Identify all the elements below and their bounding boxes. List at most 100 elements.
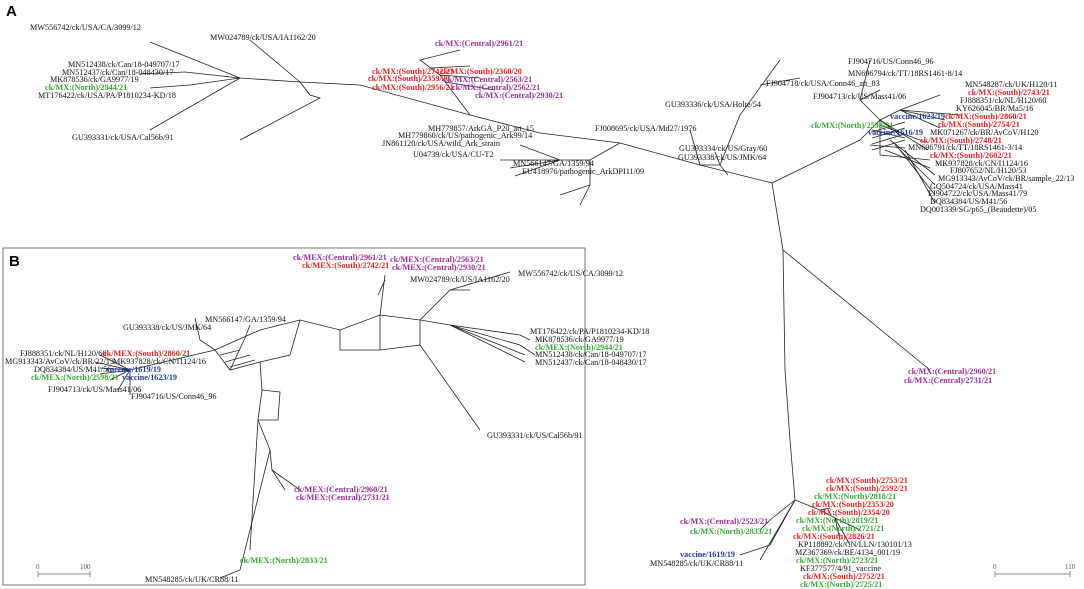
taxon-label: GU393338/ck/US/JMK/64 bbox=[123, 323, 211, 332]
branch bbox=[889, 139, 936, 176]
branch bbox=[579, 184, 591, 206]
taxon-label: MW556742/ck/USA/CA/3099/12 bbox=[30, 23, 141, 32]
taxon-label: ck/MX:(Central)/2731/21 bbox=[904, 376, 992, 385]
taxon-label: vaccine/1616/19 bbox=[868, 128, 923, 137]
panel-b-frame bbox=[2, 247, 586, 586]
branch bbox=[899, 109, 941, 129]
branch bbox=[449, 324, 526, 356]
branch bbox=[759, 499, 796, 531]
taxon-label: DQ001339/SG/p65_(Beaudette)/05 bbox=[920, 205, 1036, 214]
taxon-label: FJ904716/US/Conn46_96 bbox=[848, 57, 934, 66]
taxon-label: MW024789/ck/US/IA1162/20 bbox=[410, 275, 510, 284]
branch bbox=[782, 249, 931, 371]
scale-right-label: 110 bbox=[1065, 563, 1076, 571]
branch bbox=[859, 94, 941, 141]
taxon-label: ck/MX:(South)/2359/20 bbox=[368, 74, 450, 83]
branch bbox=[419, 344, 481, 431]
taxon-label: MG913343/AvCoV/ck/BR/22/13 bbox=[5, 357, 114, 366]
taxon-label: DQ834384/US/M41/56 bbox=[34, 365, 111, 374]
branch bbox=[219, 349, 256, 368]
taxon-label: vaccine/1623/19 bbox=[890, 112, 945, 121]
taxon-label: GU393331/ck/US/Cal56b/91 bbox=[487, 431, 583, 440]
taxon-label: FJ888351/ck/NL/H120/60 bbox=[960, 96, 1046, 105]
branch bbox=[879, 124, 926, 143]
taxon-label: ck/MX:(North)/2723/21 bbox=[796, 556, 878, 565]
branch bbox=[271, 469, 286, 491]
taxon-label: FJ904718/ck/USA/Conn46_att_83 bbox=[766, 79, 880, 88]
taxon-label: MN512437/ck/Can/18-048430/17 bbox=[62, 68, 173, 77]
branch bbox=[834, 517, 861, 531]
branch bbox=[700, 164, 729, 176]
branch bbox=[249, 39, 301, 83]
taxon-label: ck/MX:(South)/2956/21 bbox=[372, 83, 454, 92]
branch bbox=[149, 77, 241, 89]
taxon-label: GU393334/ck/US/Gray/60 bbox=[679, 144, 767, 153]
taxon-label: FJ904713/ck/US/Mass41/06 bbox=[813, 92, 906, 101]
taxon-label: ck/MX:(Central)/2523/21 bbox=[680, 517, 768, 526]
taxon-label: ck/MX:(South)/2754/21 bbox=[938, 120, 1020, 129]
taxon-label: MN548287/ck/UK/H120/11 bbox=[965, 80, 1058, 89]
taxon-label: ck/MX:(South)/2360/20 bbox=[440, 67, 522, 76]
taxon-label: FJ904722/ck/USA/Mass41/79 bbox=[928, 189, 1027, 198]
taxon-label: ck/MX:(South)/2743/21 bbox=[968, 88, 1050, 97]
taxon-label: EU418976/pathogenic_ArkDPI11/09 bbox=[522, 167, 644, 176]
taxon-label: ck/MX:(South)/2860/21 bbox=[945, 112, 1027, 121]
taxon-label: MK071267/ck/BR/AvCoV/H120 bbox=[930, 128, 1039, 137]
taxon-label: MK878536/ck/GA9977/19 bbox=[50, 75, 139, 84]
branch bbox=[339, 315, 381, 351]
branch bbox=[899, 109, 946, 121]
taxon-label: ck/MX:(Central)/2961/21 bbox=[435, 39, 523, 48]
taxon-label: ck/MEX:(North)/2833/21 bbox=[240, 556, 328, 565]
taxon-label: ck/MX:(South)/2353/20 bbox=[812, 500, 894, 509]
taxon-label: ck/MX:(North)/2819/21 bbox=[796, 516, 878, 525]
branch bbox=[899, 109, 961, 116]
taxon-label: MN548285/ck/UK/CR88/11 bbox=[145, 575, 238, 584]
taxon-label: ck/MEX:(Central)/2960/21 bbox=[294, 485, 388, 494]
taxon-label: ck/MX:(South)/2602/21 bbox=[930, 151, 1012, 160]
branch bbox=[129, 314, 451, 371]
branch bbox=[249, 419, 259, 551]
taxon-label: MN696794/ck/TT/18RS1461-8/14 bbox=[848, 69, 962, 78]
branch bbox=[871, 121, 906, 151]
branch bbox=[257, 361, 301, 491]
taxon-label: ck/MX:(South)/2753/21 bbox=[826, 476, 908, 485]
panel-b-letter: B bbox=[9, 253, 20, 270]
branch bbox=[219, 449, 271, 579]
scale-left-label: 0 bbox=[36, 563, 40, 571]
branch bbox=[149, 41, 361, 86]
branch bbox=[782, 249, 796, 501]
taxon-label: ck/MX:(South)/2748/21 bbox=[920, 136, 1002, 145]
taxon-label: MH779857/ArkGA_P20_att_15 bbox=[428, 124, 534, 133]
branch bbox=[509, 159, 561, 169]
taxon-label: MK937828/ck/CN/I1124/16 bbox=[113, 357, 206, 366]
branch bbox=[449, 324, 526, 363]
taxon-label: GQ504724/ck/USA/Mass41 bbox=[930, 182, 1023, 191]
branch bbox=[94, 354, 131, 395]
taxon-label: MN566147/GA/1359/94 bbox=[513, 159, 594, 168]
branch bbox=[194, 317, 216, 351]
taxon-label: MW556742/ck/US/CA/3099/12 bbox=[518, 269, 623, 278]
taxon-label: FJ807652/NL/H120/53 bbox=[950, 166, 1026, 175]
branch bbox=[834, 517, 851, 546]
taxon-label: MT176422/ck/PA/P1810234-KD/18 bbox=[530, 327, 649, 336]
taxon-label: vaccine/1619/19 bbox=[680, 550, 735, 559]
taxon-label: FJ008695/ck/USA/Md27/1976 bbox=[595, 124, 696, 133]
taxon-label: ck/MX:(North)/2944/21 bbox=[45, 83, 127, 92]
scale-right-label: 100 bbox=[80, 563, 91, 571]
branch bbox=[429, 65, 471, 69]
taxon-label: DQ834384/US/M41/56 bbox=[930, 197, 1007, 206]
taxon-label: ck/MX:(Central)/2562/21 bbox=[452, 83, 540, 92]
taxon-label: KP118892/ck/CN/LLN/130101/13 bbox=[798, 540, 912, 549]
taxon-label: ck/MEX:(South)/2860/21 bbox=[103, 349, 190, 358]
branch bbox=[904, 149, 936, 204]
taxon-label: MT176422/ck/USA/PA/P1810234-KD/18 bbox=[38, 91, 176, 100]
branch bbox=[139, 71, 241, 79]
branch bbox=[449, 324, 531, 341]
taxon-label: ck/MX:(South)/2826/21 bbox=[793, 532, 875, 541]
taxon-label: ck/MEX:(Central)/2731/21 bbox=[296, 493, 390, 502]
taxon-label: MN548285/ck/UK/CR88/11 bbox=[650, 559, 743, 568]
branch bbox=[514, 159, 561, 177]
branch bbox=[149, 77, 241, 131]
taxon-label: MK878536/ck/GA9977/19 bbox=[535, 335, 624, 344]
